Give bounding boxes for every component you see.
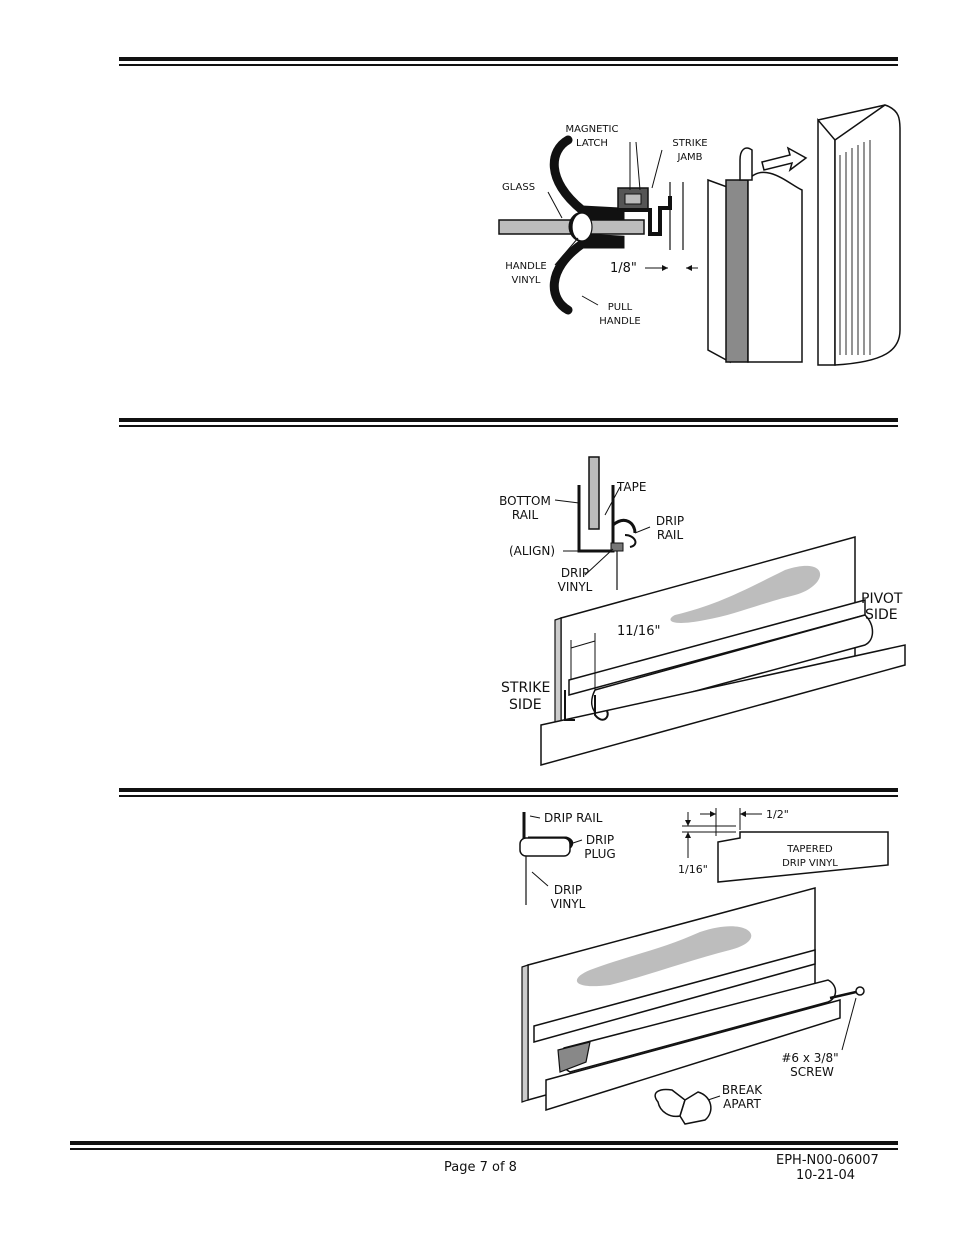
page-number: Page 7 of 8 (444, 1160, 517, 1175)
pull-handle-label: HANDLE (599, 316, 640, 327)
drip-rail-label-1: DRIP (656, 514, 684, 528)
offset-dimension: 11/16" (617, 624, 660, 639)
strike-label: STRIKE (672, 138, 707, 149)
align-label: (ALIGN) (509, 544, 555, 558)
vinyl-label: VINYL (512, 275, 541, 286)
drip-plug-label-2: PLUG (584, 847, 615, 861)
strike-side-label: SIDE (509, 697, 542, 713)
drip-plug-diagram: DRIP RAIL DRIP PLUG DRIP VINYL 1/2" 1/16… (519, 808, 889, 1125)
screw-name-label: SCREW (790, 1065, 834, 1079)
pivot-label: PIVOT (861, 591, 903, 607)
drip-vinyl-label-1: DRIP (554, 883, 582, 897)
strike-label: STRIKE (501, 680, 550, 696)
rail-label: RAIL (512, 508, 539, 522)
drip-rail-label: DRIP RAIL (544, 811, 603, 825)
pull-label: PULL (608, 302, 633, 313)
drip-rail-label-2: RAIL (657, 528, 684, 542)
magnetic-label: MAGNETIC (566, 124, 619, 135)
screw-label: #6 x 3/8" (781, 1051, 838, 1065)
apart-label: APART (723, 1097, 761, 1111)
break-label: BREAK (722, 1083, 763, 1097)
pivot-side-label: SIDE (865, 607, 898, 623)
half-inch-label: 1/2" (766, 808, 789, 821)
magnetic-latch-diagram: 1/8" MAGNETIC LATCH STRIKE JAMB GLASS HA… (498, 104, 901, 366)
jamb-label: JAMB (676, 152, 702, 163)
drip-plug-label-1: DRIP (586, 833, 614, 847)
drip-vinyl-label-1: DRIP (561, 566, 589, 580)
tapered-vinyl-label: DRIP VINYL (782, 858, 838, 869)
document-number: EPH-N00-06007 (776, 1153, 879, 1168)
bottom-rail-diagram: BOTTOM RAIL TAPE DRIP RAIL (ALIGN) DRIP … (499, 456, 906, 766)
drip-vinyl-label-2: VINYL (551, 897, 586, 911)
glass-label: GLASS (502, 182, 535, 193)
document-date: 10-21-04 (796, 1168, 856, 1183)
tapered-label: TAPERED (786, 844, 833, 855)
latch-label: LATCH (576, 138, 608, 149)
tape-label: TAPE (616, 480, 646, 494)
sixteenth-label: 1/16" (678, 863, 708, 876)
bottom-label: BOTTOM (499, 494, 551, 508)
gap-dimension: 1/8" (610, 261, 637, 276)
drip-vinyl-label-2: VINYL (558, 580, 593, 594)
handle-label: HANDLE (505, 261, 546, 272)
